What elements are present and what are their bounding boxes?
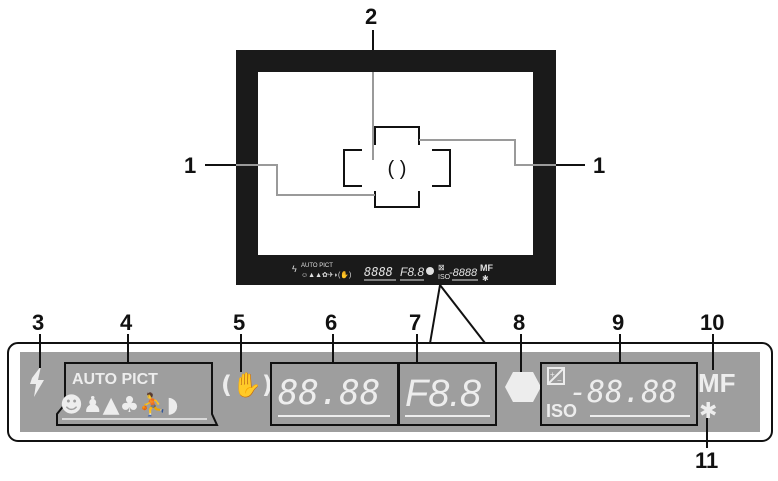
ev-digits: -88.88 (569, 375, 677, 410)
svg-text:−: − (557, 376, 562, 385)
auto-pict-box (56, 362, 219, 426)
callout-10: 10 (700, 310, 725, 335)
callout-1-left: 1 (184, 153, 197, 178)
mf-label: MF (698, 368, 736, 398)
callout-7: 7 (409, 310, 422, 335)
callout-8: 8 (513, 310, 526, 335)
callout-3: 3 (32, 310, 45, 335)
leader-1-left (235, 164, 375, 196)
callout-2: 2 (365, 4, 378, 29)
svg-text:+: + (550, 370, 555, 379)
callout-4: 4 (120, 310, 133, 335)
callout-6: 6 (325, 310, 338, 335)
mini-iso: ISO (438, 274, 451, 281)
mini-asterisk: ✱ (482, 274, 489, 283)
af-frame-left (343, 149, 362, 187)
mini-focus-dot (426, 267, 434, 275)
viewfinder-screen (258, 72, 533, 255)
mini-flash-icon: ϟ (292, 264, 297, 274)
af-frame-top (374, 126, 420, 145)
auto-pict-label: AUTO PICT (72, 371, 158, 388)
aperture-digits: F8.8 (405, 373, 481, 415)
af-spot-mark: ( ) (388, 158, 407, 180)
zoom-line-right (439, 284, 486, 344)
mini-mf: MF (480, 263, 493, 273)
af-frame-bottom (374, 191, 420, 208)
mini-shutter: 8888 (364, 265, 393, 279)
mini-auto-pict: AUTO PICT (301, 263, 333, 269)
finder-mini-lcd: ϟ AUTO PICT ☺▲▲✿✈◗(✋) 8888 F8.8 ⊠ ISO -8… (292, 263, 493, 283)
callout-9: 9 (612, 310, 625, 335)
af-frame-right (432, 149, 451, 187)
callout-11: 11 (695, 448, 719, 473)
callout-5: 5 (233, 310, 246, 335)
mini-ev-icon: ⊠ (438, 263, 445, 272)
aperture-box (398, 362, 497, 426)
mini-ev: -8888 (449, 267, 478, 279)
callout-1-right: 1 (593, 153, 606, 178)
mini-scene-icons: ☺▲▲✿✈◗(✋) (301, 270, 351, 279)
ae-lock-asterisk: ✱ (699, 399, 717, 424)
flash-icon (30, 366, 44, 397)
ev-compensation-icon: + − (547, 367, 565, 385)
scene-icons: ☻♟▲♣⛹◗ (60, 391, 178, 418)
shutter-digits: 88.88 (278, 373, 380, 413)
leader-1-right (419, 139, 585, 166)
focus-indicator (505, 372, 541, 402)
shake-reduction-icon: (✋) (221, 371, 273, 399)
iso-label: ISO (546, 401, 577, 421)
mini-aperture: F8.8 (400, 265, 424, 279)
